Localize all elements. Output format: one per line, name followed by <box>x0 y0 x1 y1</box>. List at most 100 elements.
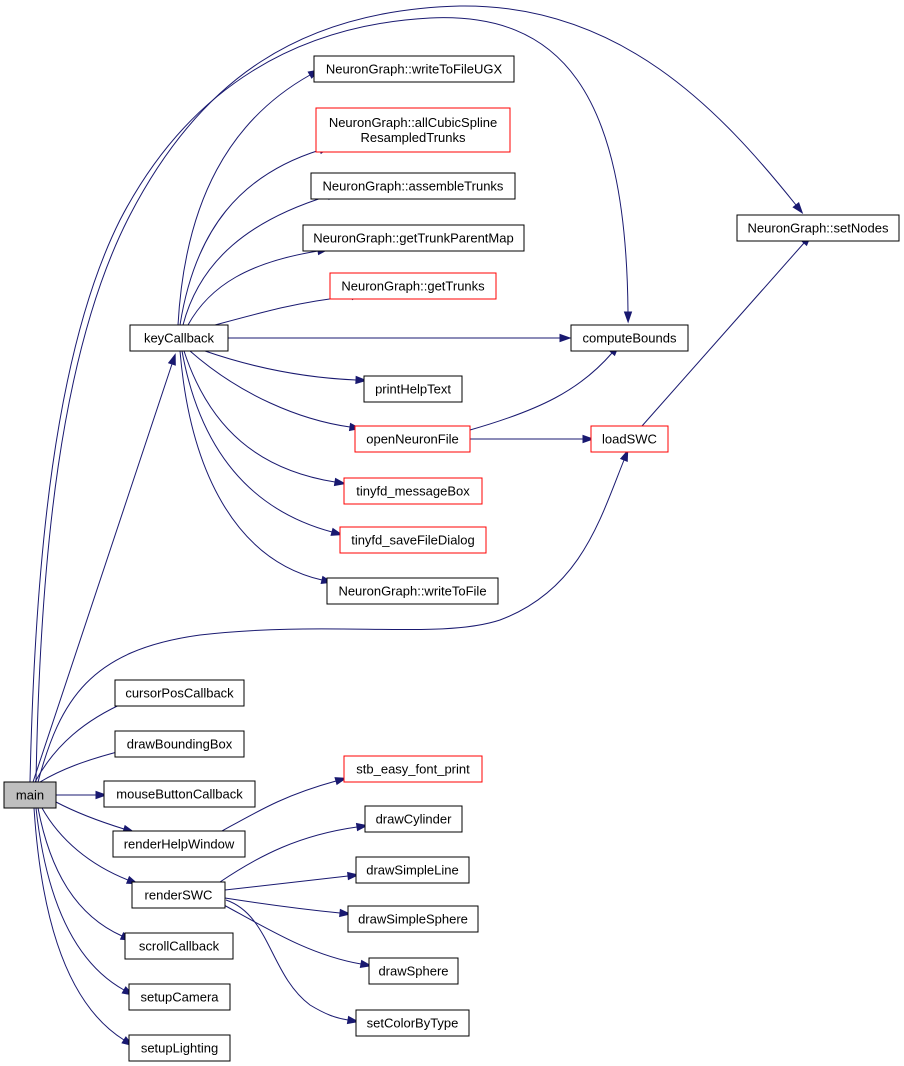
node-openNeuronFile[interactable]: openNeuronFile <box>354 425 471 453</box>
node-box[interactable] <box>590 425 669 453</box>
node-loadSWC[interactable]: loadSWC <box>590 425 669 453</box>
node-setColorByType[interactable]: setColorByType <box>355 1009 470 1037</box>
node-assembleTrunks[interactable]: NeuronGraph::assembleTrunks <box>310 172 516 200</box>
node-tinyfd_saveFileDialog[interactable]: tinyfd_saveFileDialog <box>339 526 487 554</box>
edge-main-to-loadSWC <box>37 449 629 783</box>
edge-main-to-setNodes <box>35 5 804 783</box>
edge-line <box>204 350 357 381</box>
edge-keyCallback-to-printHelpText <box>204 350 368 385</box>
node-getTrunkParentMap[interactable]: NeuronGraph::getTrunkParentMap <box>302 224 525 252</box>
node-drawSimpleSphere[interactable]: drawSimpleSphere <box>347 905 479 933</box>
node-box[interactable] <box>315 107 511 153</box>
node-drawBoundingBox[interactable]: drawBoundingBox <box>114 730 245 758</box>
node-box[interactable] <box>131 881 226 909</box>
edge-openNeuronFile-to-computeBounds <box>469 344 620 431</box>
edge-line <box>179 149 321 326</box>
node-label: drawSimpleLine <box>366 863 459 878</box>
node-box[interactable] <box>347 905 479 933</box>
node-box[interactable] <box>128 983 231 1011</box>
node-box[interactable] <box>114 679 245 707</box>
edge-arrowhead <box>792 201 804 214</box>
edge-main-to-computeBounds <box>29 17 633 783</box>
node-box[interactable] <box>310 172 516 200</box>
node-box[interactable] <box>339 526 487 554</box>
edge-arrowhead <box>359 959 373 969</box>
edge-line <box>183 350 336 483</box>
node-mouseButtonCallback[interactable]: mouseButtonCallback <box>103 780 256 808</box>
edge-line <box>55 801 125 830</box>
node-box[interactable] <box>124 932 234 960</box>
node-keyCallback[interactable]: keyCallback <box>129 324 229 352</box>
node-label: mouseButtonCallback <box>116 787 243 802</box>
edge-main-to-mouseButtonCallback <box>56 790 108 800</box>
edge-line <box>29 17 629 783</box>
node-drawSimpleLine[interactable]: drawSimpleLine <box>355 856 470 884</box>
node-box[interactable] <box>570 324 689 352</box>
edge-renderSWC-to-drawSphere <box>221 903 373 969</box>
node-box[interactable] <box>736 214 900 242</box>
nodes-layer: main keyCallback NeuronGraph::writeToFileU… <box>3 55 900 1062</box>
edge-line <box>37 807 123 937</box>
node-box[interactable] <box>343 755 483 783</box>
node-box[interactable] <box>302 224 525 252</box>
node-label: openNeuronFile <box>366 432 459 447</box>
edge-line <box>41 807 129 881</box>
node-box[interactable] <box>363 375 463 403</box>
edge-keyCallback-to-tinyfd_messageBox <box>183 350 347 487</box>
node-box[interactable] <box>364 805 463 833</box>
node-setupCamera[interactable]: setupCamera <box>128 983 231 1011</box>
node-label: drawSphere <box>378 964 448 979</box>
node-setupLighting[interactable]: setupLighting <box>128 1034 231 1062</box>
edge-line <box>225 899 349 1021</box>
node-label: setupCamera <box>140 990 219 1005</box>
node-writeToFile[interactable]: NeuronGraph::writeToFile <box>326 577 499 605</box>
node-box[interactable] <box>3 781 57 809</box>
node-box[interactable] <box>103 780 256 808</box>
node-label: NeuronGraph::writeToFile <box>338 584 486 599</box>
edge-arrowhead <box>346 1015 360 1025</box>
node-renderSWC[interactable]: renderSWC <box>131 881 226 909</box>
node-getTrunks[interactable]: NeuronGraph::getTrunks <box>329 272 497 300</box>
node-box[interactable] <box>112 830 246 858</box>
edge-keyCallback-to-assembleTrunks <box>182 192 339 326</box>
node-computeBounds[interactable]: computeBounds <box>570 324 689 352</box>
node-box[interactable] <box>368 957 459 985</box>
node-box[interactable] <box>343 477 483 505</box>
edge-line <box>32 363 173 783</box>
node-drawCylinder[interactable]: drawCylinder <box>364 805 463 833</box>
node-box[interactable] <box>354 425 471 453</box>
node-box[interactable] <box>355 856 470 884</box>
node-box[interactable] <box>128 1034 231 1062</box>
edge-line <box>189 350 351 428</box>
node-drawSphere[interactable]: drawSphere <box>368 957 459 985</box>
node-label: keyCallback <box>144 331 215 346</box>
node-main[interactable]: main <box>3 781 57 809</box>
node-label: renderHelpWindow <box>124 837 235 852</box>
edge-arrowhead <box>334 777 348 786</box>
node-writeToFileUGX[interactable]: NeuronGraph::writeToFileUGX <box>313 55 515 83</box>
node-renderHelpWindow[interactable]: renderHelpWindow <box>112 830 246 858</box>
node-scrollCallback[interactable]: scrollCallback <box>124 932 234 960</box>
edge-arrowhead <box>167 353 176 366</box>
node-allCubicSpline[interactable]: NeuronGraph::allCubicSplineResampledTrun… <box>315 107 511 153</box>
node-box[interactable] <box>129 324 229 352</box>
node-cursorPosCallback[interactable]: cursorPosCallback <box>114 679 245 707</box>
node-printHelpText[interactable]: printHelpText <box>363 375 463 403</box>
edge-arrowhead <box>623 311 633 324</box>
node-tinyfd_messageBox[interactable]: tinyfd_messageBox <box>343 477 483 505</box>
edge-arrowhead <box>582 434 595 444</box>
edge-line <box>224 875 349 891</box>
node-box[interactable] <box>355 1009 470 1037</box>
node-box[interactable] <box>326 577 499 605</box>
edge-renderSWC-to-drawSimpleSphere <box>224 897 352 918</box>
edge-line <box>33 807 125 1041</box>
node-box[interactable] <box>313 55 515 83</box>
node-stb_easy_font_print[interactable]: stb_easy_font_print <box>343 755 483 783</box>
node-label: cursorPosCallback <box>125 686 234 701</box>
node-setNodes[interactable]: NeuronGraph::setNodes <box>736 214 900 242</box>
node-box[interactable] <box>329 272 497 300</box>
node-box[interactable] <box>114 730 245 758</box>
edge-arrowhead <box>339 908 352 918</box>
edge-line <box>35 807 125 991</box>
